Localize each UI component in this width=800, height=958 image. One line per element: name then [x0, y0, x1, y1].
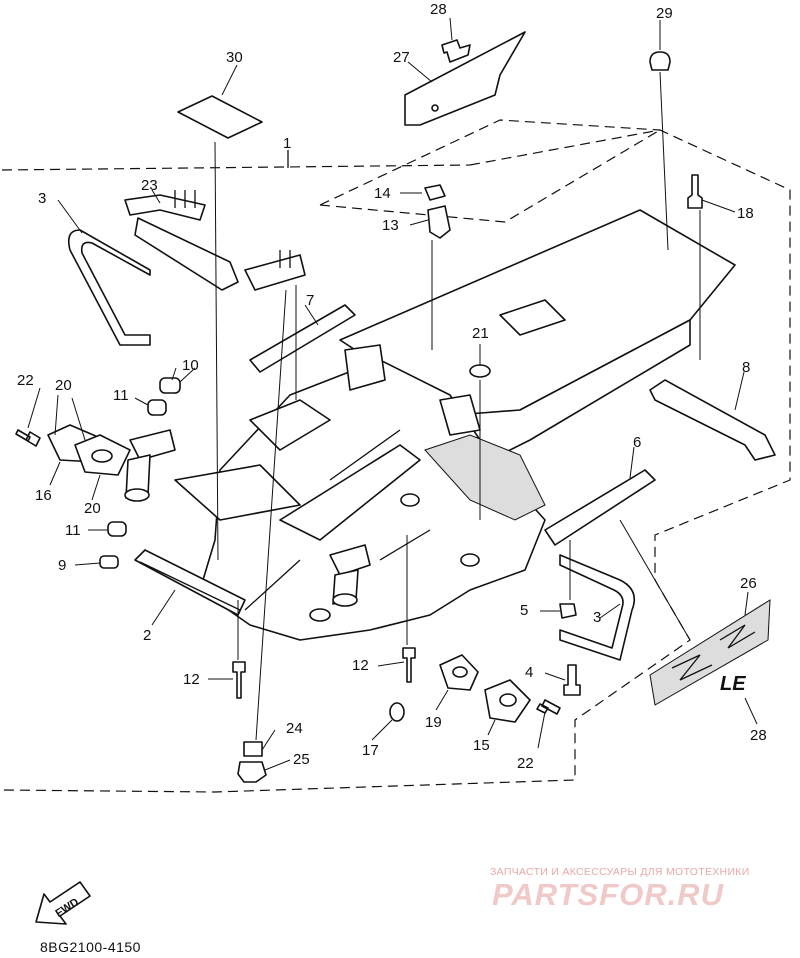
- callout-20-lower: 20: [84, 500, 101, 517]
- part-10-bushing: [159, 377, 181, 394]
- part-27-plate: [404, 31, 526, 126]
- fwd-direction-arrow: FWD: [35, 881, 91, 925]
- callout-4: 4: [525, 664, 533, 681]
- part-6-rail: [544, 469, 656, 546]
- callout-12-right: 12: [352, 657, 369, 674]
- part-22-bolt-right: [536, 699, 561, 715]
- callout-27: 27: [393, 49, 410, 66]
- upper-dash-box: [319, 119, 661, 223]
- main-frame: [174, 209, 736, 641]
- part-22-bolt-left: [15, 429, 41, 447]
- watermark-logo: PARTSFOR.RU: [492, 877, 725, 912]
- callout-22-left: 22: [17, 372, 34, 389]
- watermark-subtitle: ЗАПЧАСТИ И АКСЕССУАРЫ ДЛЯ МОТОТЕХНИКИ: [490, 866, 750, 878]
- callout-29: 29: [656, 5, 673, 22]
- callout-9: 9: [58, 557, 66, 574]
- callout-25: 25: [293, 751, 310, 768]
- part-9-bushing: [99, 555, 119, 569]
- callout-1: 1: [283, 135, 291, 152]
- part-12-stud-right: [402, 647, 416, 683]
- leader-lines: [27, 17, 758, 771]
- part-11-bushing-upper: [147, 399, 167, 416]
- callout-8: 8: [742, 359, 750, 376]
- part-24-collar: [243, 741, 263, 757]
- callout-13: 13: [382, 217, 399, 234]
- part-8-bracket: [649, 379, 776, 461]
- callout-10: 10: [182, 357, 199, 374]
- callout-11-upper: 11: [113, 387, 129, 404]
- callout-16: 16: [35, 487, 52, 504]
- callout-23: 23: [141, 177, 158, 194]
- callout-11-lower: 11: [65, 522, 81, 539]
- part-29-cap: [649, 51, 671, 71]
- callout-30: 30: [226, 49, 243, 66]
- callout-12-left: 12: [183, 671, 200, 688]
- callout-3-left: 3: [38, 190, 46, 207]
- part-3-bumper-left: [67, 229, 151, 346]
- callout-14: 14: [374, 185, 391, 202]
- callout-28-bottom: 28: [750, 727, 767, 744]
- part-14-nut: [424, 184, 446, 201]
- callout-5: 5: [520, 602, 528, 619]
- part-5-nut: [559, 603, 577, 619]
- callout-19: 19: [425, 714, 442, 731]
- part-26-decal: [649, 599, 771, 706]
- callout-17: 17: [362, 742, 379, 759]
- part-30-pad: [177, 95, 263, 139]
- part-17-plug: [389, 702, 405, 722]
- shock-mount-right: [329, 544, 371, 607]
- decal-le-text: LE: [720, 673, 746, 695]
- part-11-bushing-lower: [107, 521, 127, 537]
- callout-21: 21: [472, 325, 489, 342]
- part-23-handle: [124, 190, 306, 291]
- callout-labels: 1 2 3 3 4 5 6 7 8 9 10 11 11 12 12 13 14…: [17, 1, 767, 772]
- part-21-grommet: [469, 364, 491, 378]
- callout-2: 2: [143, 627, 151, 644]
- diagram-code: 8BG2100-4150: [40, 939, 141, 955]
- callout-18: 18: [737, 205, 754, 222]
- callout-26: 26: [740, 575, 757, 592]
- callout-28-top: 28: [430, 1, 447, 18]
- callout-15: 15: [473, 737, 490, 754]
- callout-22-right: 22: [517, 755, 534, 772]
- callout-7: 7: [306, 292, 314, 309]
- callout-24: 24: [286, 720, 303, 737]
- part-25-nut: [237, 761, 267, 783]
- part-28-clip-top: [441, 39, 471, 63]
- callout-3-right: 3: [593, 609, 601, 626]
- callout-6: 6: [633, 434, 641, 451]
- part-13-bracket: [427, 205, 451, 239]
- part-18-rivet: [687, 174, 703, 209]
- part-4-bolt: [563, 664, 581, 696]
- part-3-bumper-right: [559, 554, 636, 661]
- callout-20-upper: 20: [55, 377, 72, 394]
- shock-mount-left: [124, 429, 176, 502]
- part-7-rail: [249, 304, 356, 373]
- part-12-stud-left: [232, 661, 246, 699]
